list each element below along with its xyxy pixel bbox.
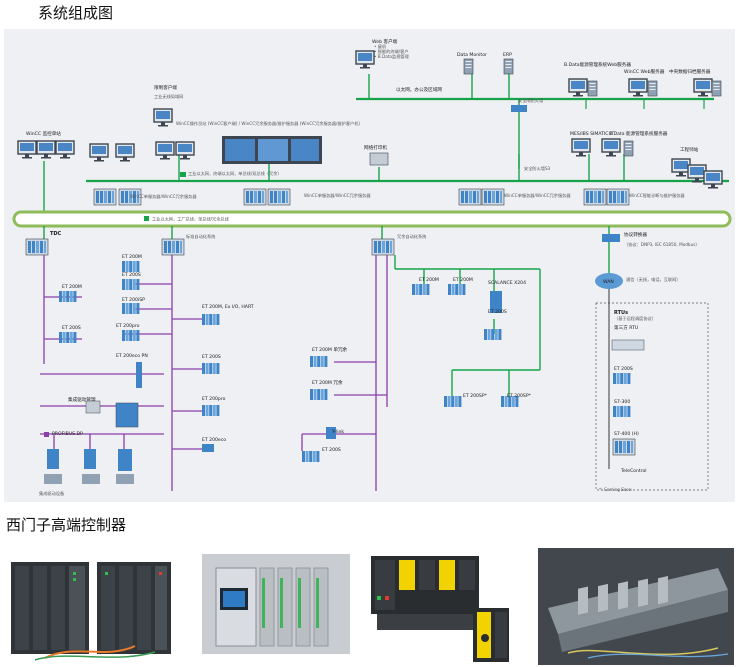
redundant-ethernet bbox=[394, 255, 541, 396]
et200sp-b-label: ET 200SP* bbox=[507, 393, 532, 399]
data-monitor-label: Data Monitor bbox=[457, 52, 487, 58]
drive-mgmt-label: 集成驱动管理 bbox=[68, 396, 96, 403]
et200isp-label: ET 200iSP bbox=[122, 297, 145, 303]
et200s-rtu-label: ET 200S bbox=[614, 366, 633, 372]
et200m-ex-label: ET 200M, Ex I/O, HART bbox=[202, 304, 254, 310]
et200m-b-label: ET 200M bbox=[122, 254, 142, 260]
server2-label: WinCC单服务器/WinCC冗余服务器 bbox=[304, 192, 371, 199]
controllers-title: 西门子高端控制器 bbox=[6, 516, 127, 534]
et200m-d-label: ET 200M bbox=[453, 277, 473, 283]
ylink-label: Y-link bbox=[331, 429, 344, 435]
bdata-web-server-label: B.Data能源管理系统Web服务器 bbox=[564, 61, 631, 68]
drives-label: 集成驱动设备 bbox=[39, 490, 65, 497]
mes-label: MES/IBS SIMATIC IT bbox=[570, 131, 614, 137]
operator-station-label: WinCC操作员站 (WinCC客户端) / WinCC冗余服务器/维护服务器 … bbox=[176, 120, 360, 127]
wan-label: WAN bbox=[603, 279, 614, 285]
s7300-label: S7-300 bbox=[614, 399, 630, 405]
third-party-rtu-label: 第三方 RTU bbox=[614, 324, 638, 331]
controller-photo-rail bbox=[538, 548, 734, 665]
et200pro-b-label: ET 200pro bbox=[202, 396, 226, 402]
system-architecture-diagram: Web 客户端 • 瘦机 • 智能的终端/客户 • B.Data监视管理 Dat… bbox=[4, 29, 735, 502]
et200s-d-label: ET 200S bbox=[488, 309, 507, 315]
erp-label: ERP bbox=[503, 52, 512, 58]
server3-label: WinCC单服务器/WinCC冗余服务器 bbox=[504, 192, 571, 199]
scalance-icon bbox=[490, 291, 502, 313]
server1-label: WinCC单服务器/WinCC冗余服务器 bbox=[130, 193, 197, 200]
server5-label: WinCC智能诊断与维护服务器 bbox=[629, 192, 685, 199]
coming-soon-note: *: Coming Soon bbox=[599, 487, 632, 492]
et200s-a-label: ET 200S bbox=[62, 325, 81, 331]
controller-photo-s7-1500 bbox=[198, 548, 353, 665]
et200m-red-label: ET 200M 冗余 bbox=[312, 379, 343, 386]
redundant-profibus bbox=[301, 255, 388, 491]
tdc-label: TDC bbox=[50, 231, 62, 237]
backbone-label: 工业以太网，工厂总线，单总线/冗余总线 bbox=[152, 216, 230, 223]
office-net-label: 以太网，办公及区域网 bbox=[396, 86, 442, 93]
web-client-label: Web 客户端 bbox=[372, 38, 398, 45]
architecture-svg: Web 客户端 • 瘦机 • 智能的终端/客户 • B.Data监视管理 Dat… bbox=[12, 38, 732, 497]
controller-photo-s7-400 bbox=[5, 548, 175, 665]
printer-label: 网络打印机 bbox=[364, 144, 387, 151]
profibus-left bbox=[40, 255, 164, 459]
wan-cloud-icon bbox=[595, 273, 623, 289]
web-client-sub3: • B.Data监视管理 bbox=[374, 53, 410, 60]
gateway-label: 协议转换器 bbox=[624, 231, 647, 238]
history-server-label: 中央数据归档服务器 bbox=[669, 68, 711, 75]
s7400-label: S7-400 (H) bbox=[614, 431, 639, 437]
gateway-icon bbox=[602, 234, 620, 242]
wincc-web-server-label: WinCC Web服务器 bbox=[624, 68, 665, 75]
firewall-icon bbox=[511, 105, 527, 112]
wincc-single-station-label: WinCC 监控单站 bbox=[26, 130, 61, 137]
rtus-sub: （基于远程调度协议） bbox=[614, 315, 656, 322]
et200eco-label: ET 200eco bbox=[202, 437, 226, 443]
et200sp-a-label: ET 200SP* bbox=[463, 393, 488, 399]
backbone-drops bbox=[43, 226, 610, 239]
remote-client-label: 限制客户端 bbox=[154, 84, 177, 91]
system-diagram-title: 系统组成图 bbox=[38, 4, 114, 22]
backbone-ring bbox=[12, 210, 732, 228]
telecontrol-label: TeleControl bbox=[620, 468, 647, 474]
ylink-icon bbox=[326, 427, 336, 439]
engineering-station-label: 工程师站 bbox=[680, 146, 699, 153]
profibus-standard bbox=[124, 255, 204, 491]
standard-automation-label: 标准自动化系统 bbox=[186, 233, 215, 240]
firewall2-label: 安全防火墙S3 bbox=[524, 165, 551, 172]
plant-network bbox=[43, 154, 729, 211]
bdata-server2-label: B.Data 能源管理系统服务器 bbox=[609, 130, 668, 137]
et200s-c-label: ET 200S bbox=[202, 354, 221, 360]
remote-client-sub: 工业无线局域网 bbox=[154, 93, 183, 100]
et200m-a-label: ET 200M bbox=[62, 284, 82, 290]
et200m-c-label: ET 200M bbox=[419, 277, 439, 283]
controller-photo-fail-safe bbox=[369, 548, 531, 665]
et200m-single-label: ET 200M 单冗余 bbox=[312, 346, 348, 353]
wan-sub: 通信（无线，电话，互联网） bbox=[626, 276, 680, 283]
firewall-label: 安全隔防火墙 bbox=[518, 97, 543, 104]
web-client-sub1: • 瘦机 bbox=[374, 43, 387, 50]
et200pro-label: ET 200pro bbox=[116, 323, 140, 329]
et200s-b-label: ET 200S bbox=[122, 272, 141, 278]
gateway-sub: （协议：DNP3, IEC 61850, Modbus） bbox=[624, 241, 700, 248]
printer-icon bbox=[369, 152, 389, 166]
et200eco-pn-label: ET 200eco PN bbox=[116, 353, 148, 359]
rtus-label: RTUs bbox=[614, 310, 628, 316]
plant-net-label: 工业以太网，终端以太网，单总线/双总线（冗余） bbox=[188, 170, 282, 177]
rtu-box bbox=[595, 302, 709, 491]
web-client-sub2: • 智能的终端/客户 bbox=[374, 48, 409, 55]
et200s-e-label: ET 200S bbox=[322, 447, 341, 453]
scalance-label: SCALANCE X204 bbox=[488, 280, 526, 286]
redundant-automation-label: 冗余自动化系统 bbox=[397, 233, 426, 240]
profibus-label: PROFIBUS DP bbox=[52, 431, 83, 437]
